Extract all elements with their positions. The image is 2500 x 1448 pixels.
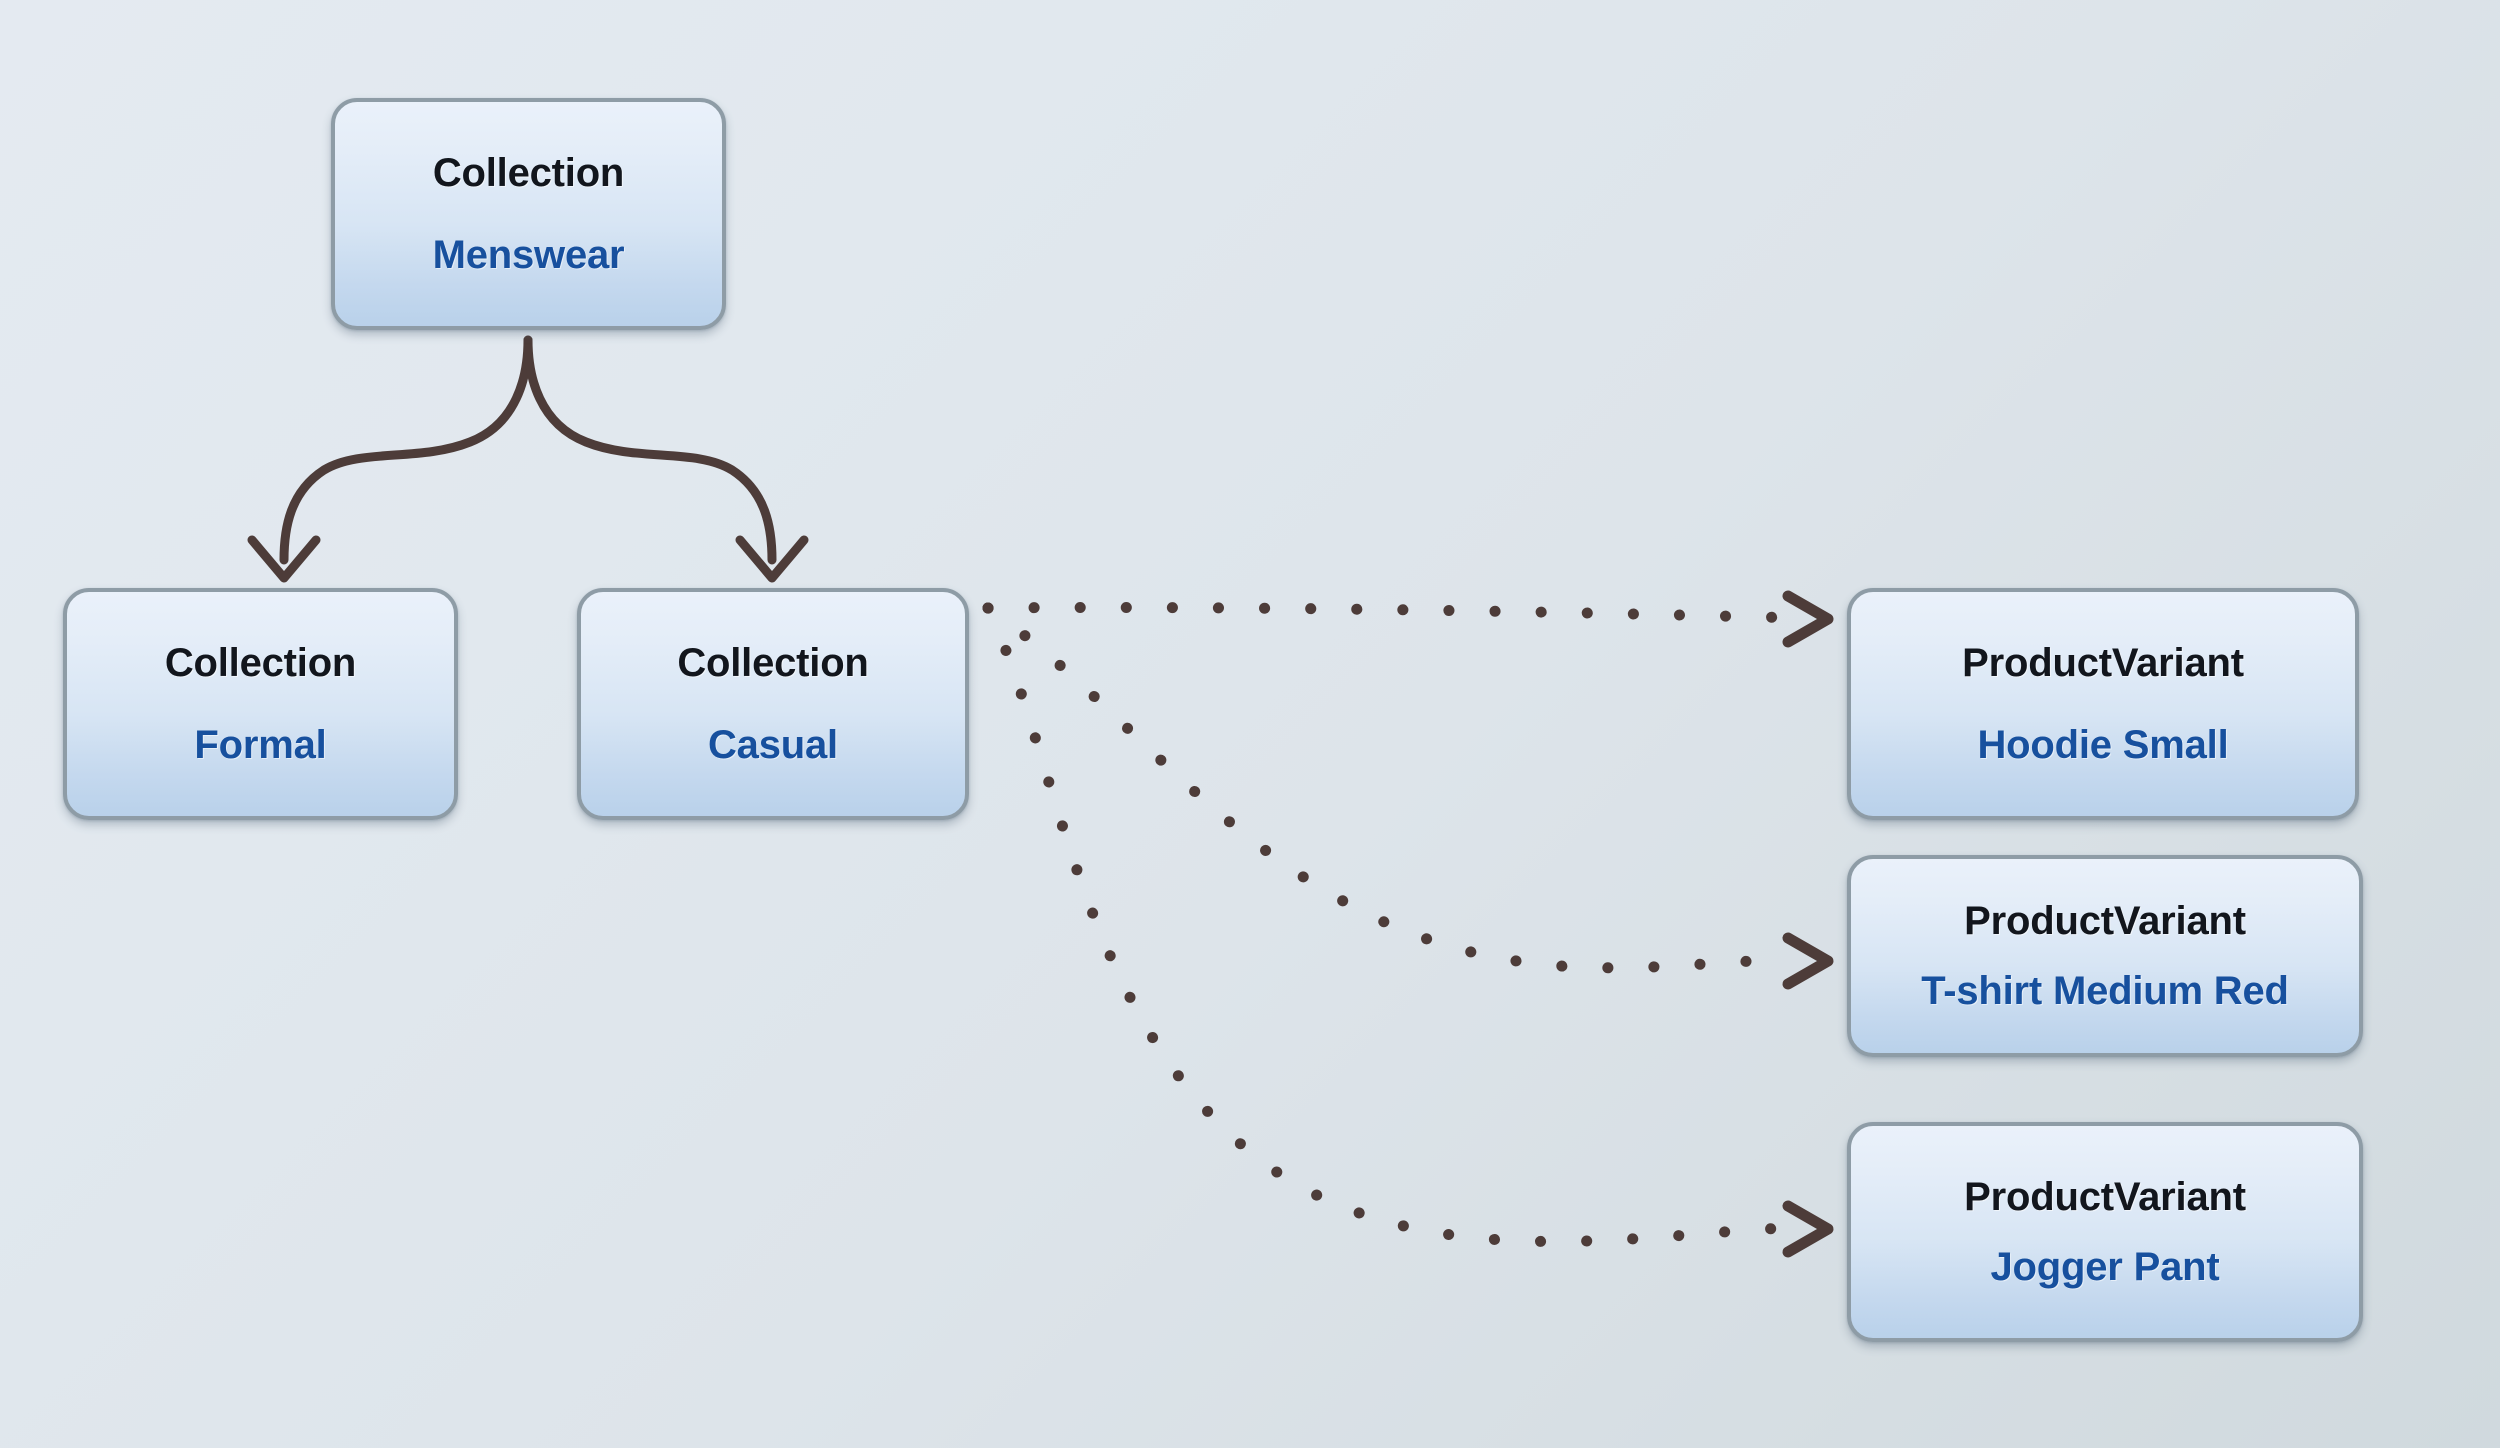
arrowhead-chevron: [1782, 1200, 1834, 1258]
edge-casual-hoodie-small: [982, 590, 1834, 648]
node-collection-formal[interactable]: Collection Formal: [63, 588, 458, 820]
node-collection-casual[interactable]: Collection Casual: [577, 588, 969, 820]
node-type-label: Collection: [432, 151, 625, 195]
node-value-label: Formal: [194, 723, 327, 767]
arrowhead-chevron: [735, 535, 809, 583]
node-value-label: Hoodie Small: [1977, 723, 2229, 767]
node-value-label: T-shirt Medium Red: [1921, 969, 2289, 1013]
node-productvariant-tshirt-medium-red[interactable]: ProductVariant T-shirt Medium Red: [1847, 855, 2363, 1057]
edge-menswear-formal: [247, 335, 533, 583]
arrowhead-chevron: [1782, 932, 1834, 990]
node-value-label: Menswear: [432, 233, 625, 277]
node-type-label: ProductVariant: [1964, 899, 2246, 943]
edge-casual-tshirt-med-red: [982, 602, 1834, 990]
node-type-label: ProductVariant: [1962, 641, 2244, 685]
node-productvariant-hoodie-small[interactable]: ProductVariant Hoodie Small: [1847, 588, 2359, 820]
edge-menswear-casual: [523, 335, 809, 583]
node-productvariant-jogger-pant[interactable]: ProductVariant Jogger Pant: [1847, 1122, 2363, 1342]
edge-casual-jogger-pant: [982, 602, 1834, 1258]
node-type-label: Collection: [677, 641, 869, 685]
node-collection-menswear[interactable]: Collection Menswear: [331, 98, 726, 330]
arrowhead-chevron: [1782, 590, 1834, 648]
arrowhead-chevron: [247, 535, 321, 583]
node-value-label: Jogger Pant: [1990, 1245, 2220, 1289]
node-type-label: Collection: [164, 641, 357, 685]
node-type-label: ProductVariant: [1964, 1175, 2246, 1219]
node-value-label: Casual: [708, 723, 838, 767]
